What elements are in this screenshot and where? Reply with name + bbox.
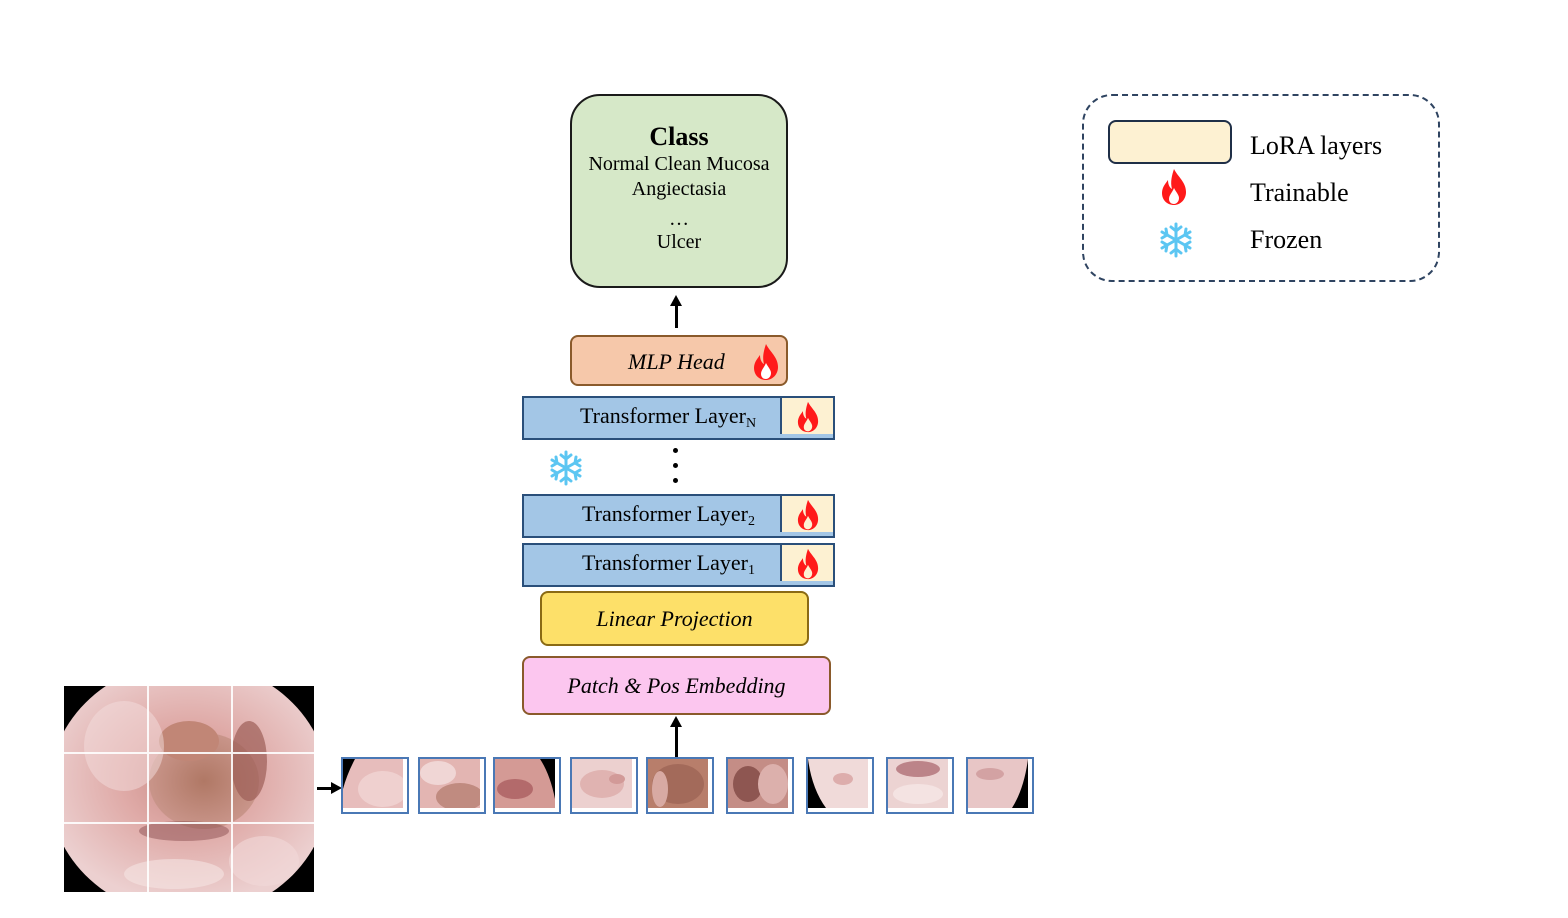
class-output-box: Class Normal Clean Mucosa Angiectasia … … xyxy=(570,94,788,288)
patch-embedding-label: Patch & Pos Embedding xyxy=(567,673,786,698)
transformer-layer-1: Transformer Layer1 xyxy=(522,543,835,587)
legend-frozen-label: Frozen xyxy=(1250,225,1323,254)
legend: LoRA layers Trainable Frozen xyxy=(1082,94,1440,282)
legend-lora-swatch xyxy=(1108,120,1232,164)
mlp-head-block: MLP Head xyxy=(570,335,788,386)
layer-ellipsis xyxy=(668,446,682,486)
lora-layer-2 xyxy=(780,496,833,532)
patch-tile xyxy=(418,757,486,814)
class-title: Class xyxy=(649,122,709,151)
flame-icon xyxy=(1160,168,1188,211)
patch-tile xyxy=(570,757,638,814)
legend-trainable-label: Trainable xyxy=(1250,178,1349,207)
patch-tile xyxy=(493,757,561,814)
linear-projection-label: Linear Projection xyxy=(596,606,753,631)
patch-tile xyxy=(806,757,874,814)
lora-layer-n xyxy=(780,398,833,434)
patch-tile xyxy=(726,757,794,814)
class-item-ulcer: Ulcer xyxy=(656,231,702,253)
snowflake-icon xyxy=(548,450,584,491)
endoscopy-input-image xyxy=(64,686,314,892)
transformer-layer-2-label: Transformer Layer2 xyxy=(582,501,755,529)
transformer-layer-1-label: Transformer Layer1 xyxy=(582,550,755,578)
patch-tile xyxy=(886,757,954,814)
lora-layer-1 xyxy=(780,545,833,581)
class-ellipsis: … xyxy=(669,208,689,230)
transformer-layer-2: Transformer Layer2 xyxy=(522,494,835,538)
transformer-layer-n-label: Transformer LayerN xyxy=(580,403,757,431)
linear-projection-block: Linear Projection xyxy=(540,591,809,646)
class-item-normal: Normal Clean Mucosa xyxy=(588,153,770,175)
flame-icon xyxy=(797,401,819,433)
patch-tile xyxy=(966,757,1034,814)
patch-tile xyxy=(341,757,409,814)
transformer-layer-n: Transformer LayerN xyxy=(522,396,835,440)
class-item-angiectasia: Angiectasia xyxy=(631,178,727,200)
flame-icon xyxy=(752,343,780,386)
flame-icon xyxy=(797,548,819,580)
patch-tile xyxy=(646,757,714,814)
legend-lora-label: LoRA layers xyxy=(1250,131,1383,160)
snowflake-icon xyxy=(1158,222,1194,263)
mlp-head-label: MLP Head xyxy=(628,349,725,374)
flame-icon xyxy=(797,499,819,531)
patch-embedding-block: Patch & Pos Embedding xyxy=(522,656,831,715)
